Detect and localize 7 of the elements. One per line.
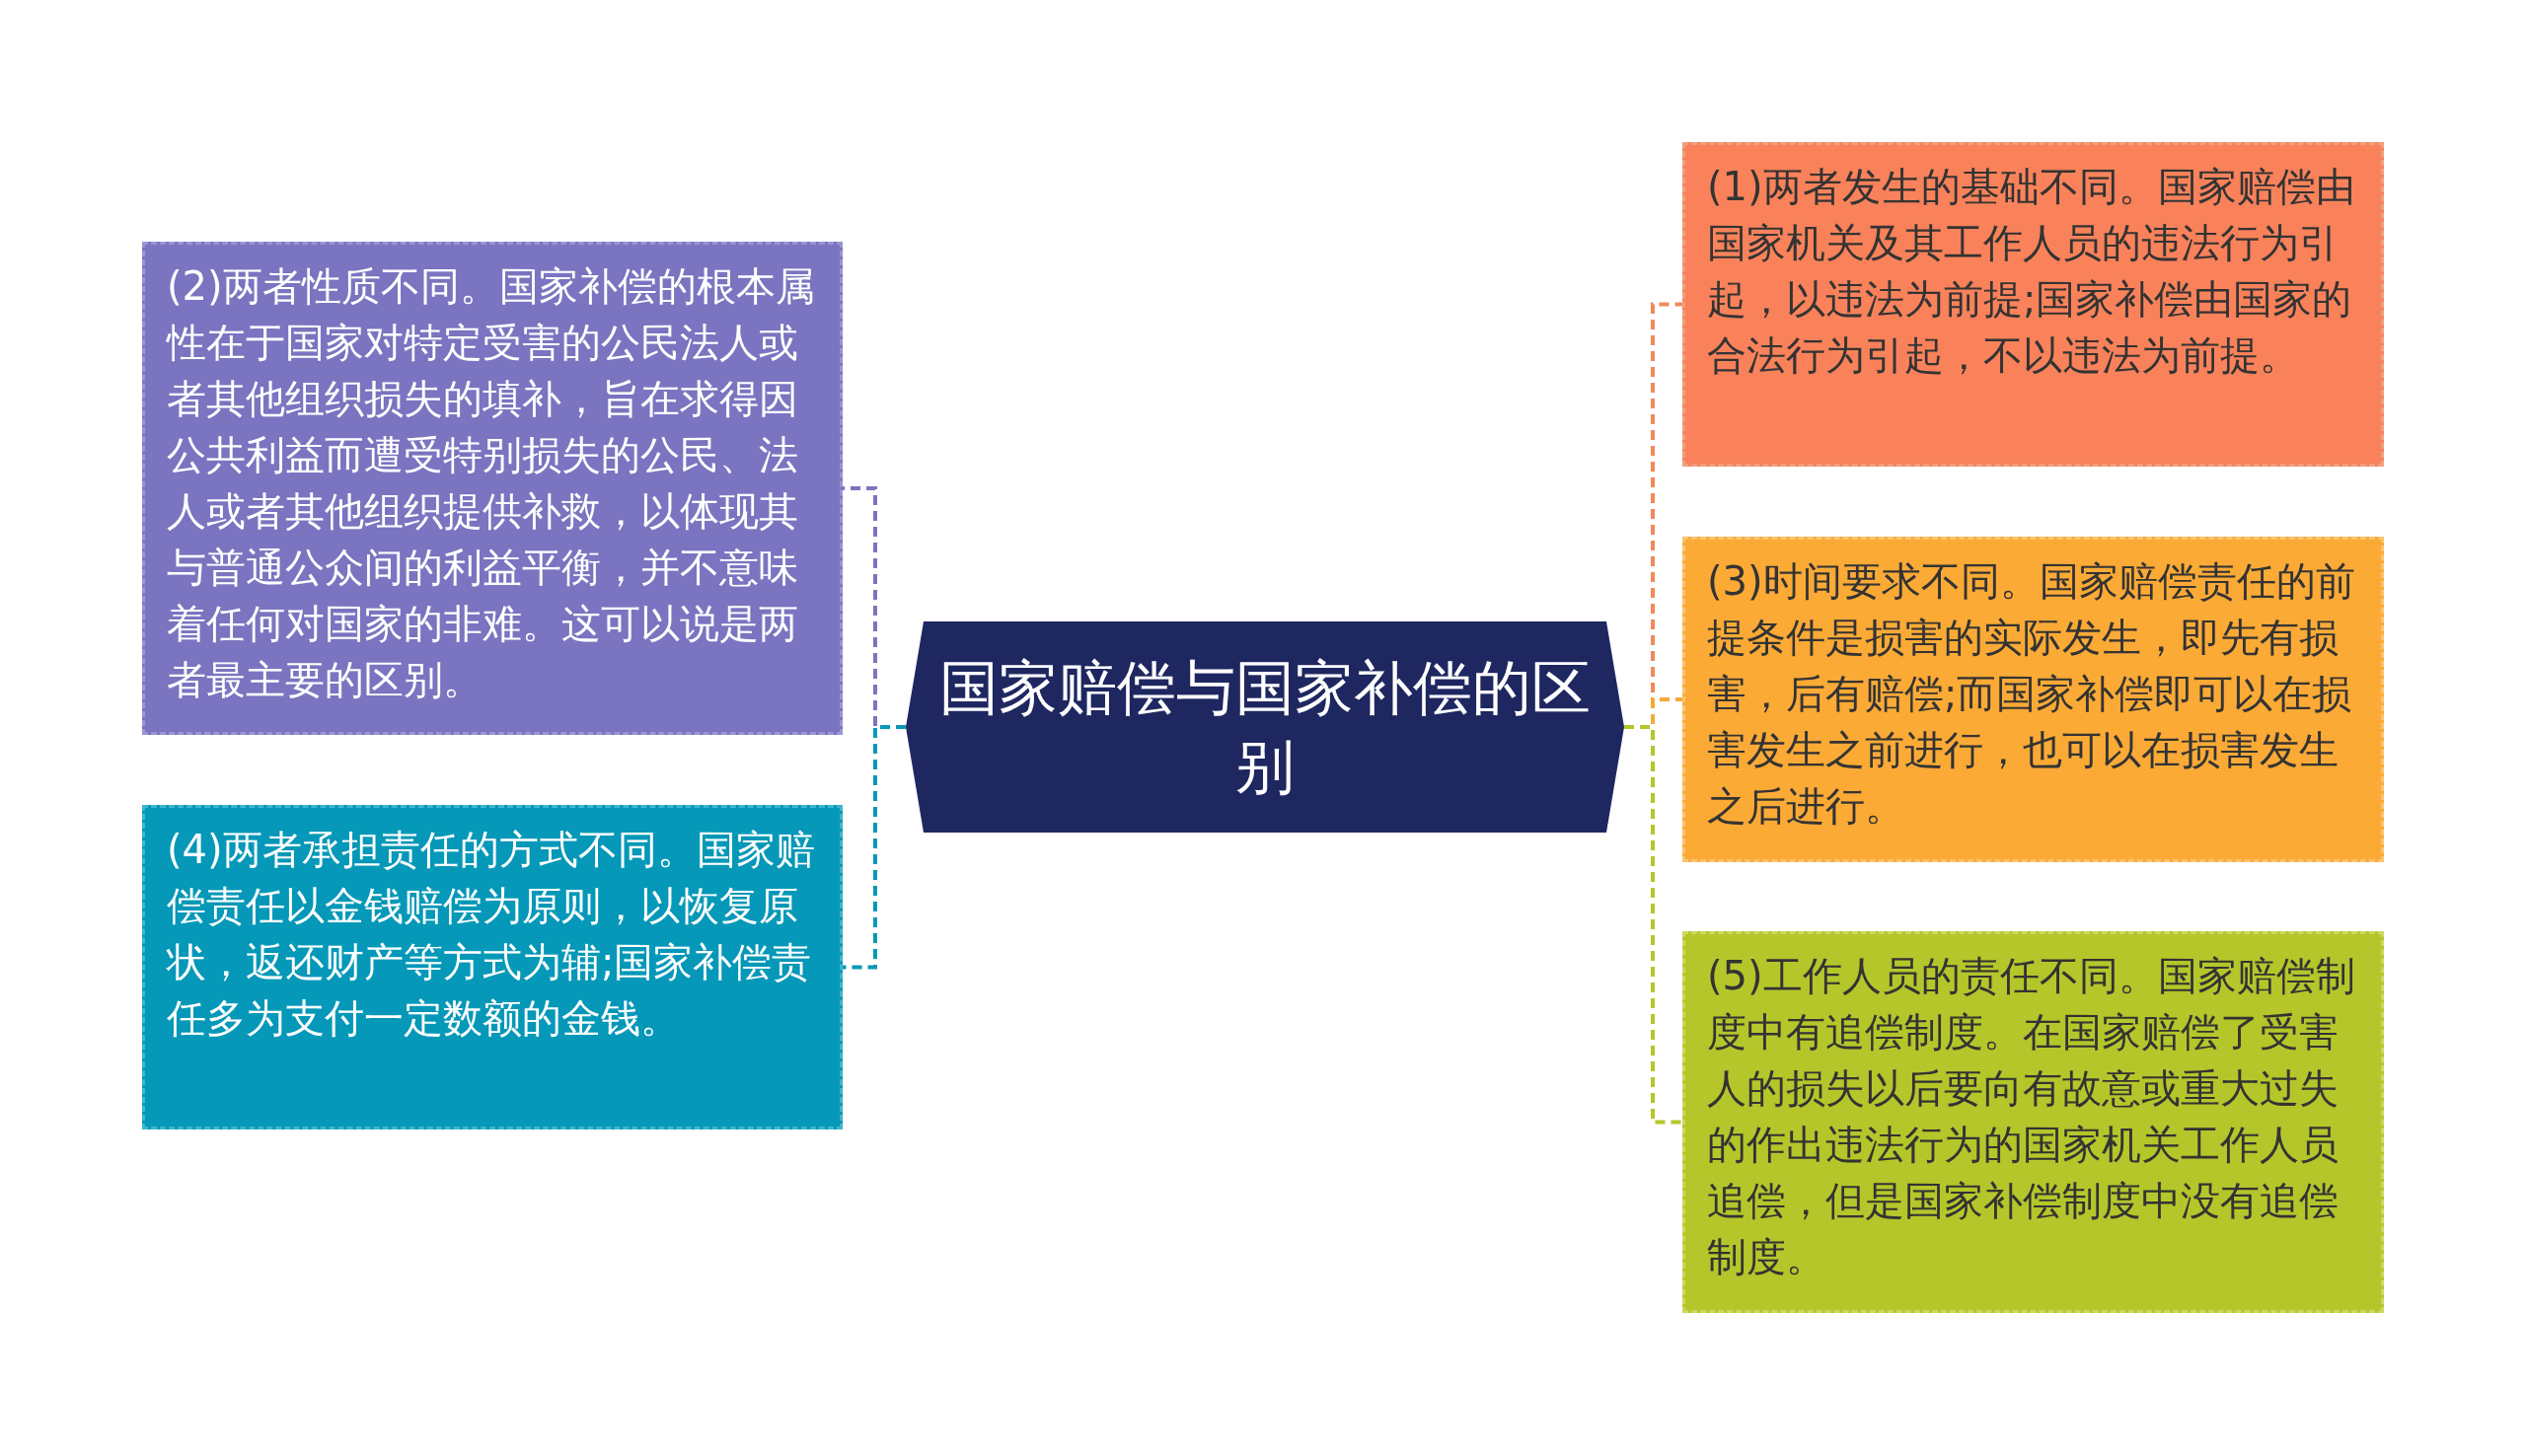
text-box: (2)两者性质不同。国家补偿的根本属性在于国家对特定受害的公民法人或者其他组织损失的填补，旨在求得因公共利益而遭受特别损失的公民、法人或者其他组织提供补救，以体现其与普通公众间的利益平衡，并不意味着任何对国家的非难。这可以说是两者最主要的区别。	[142, 242, 843, 735]
text-box: (3)时间要求不同。国家赔偿责任的前提条件是损害的实际发生，即先有损害，后有赔偿;而国家补偿即可以在损害发生之前进行，也可以在损害发生之后进行。	[1682, 537, 2384, 862]
connector-line	[843, 725, 906, 970]
text-box: (4)两者承担责任的方式不同。国家赔偿责任以金钱赔偿为原则，以恢复原状，返还财产等方式为辅;国家补偿责任多为支付一定数额的金钱。	[142, 805, 843, 1129]
text-box: (5)工作人员的责任不同。国家赔偿制度中有追偿制度。在国家赔偿了受害人的损失以后要向有故意或重大过失的作出违法行为的国家机关工作人员追偿，但是国家补偿制度中没有追偿制度。	[1682, 931, 2384, 1313]
connector-line	[1624, 725, 1682, 1125]
text-box: (1)两者发生的基础不同。国家赔偿由国家机关及其工作人员的违法行为引起，以违法为前提;国家补偿由国家的合法行为引起，不以违法为前提。	[1682, 142, 2384, 467]
